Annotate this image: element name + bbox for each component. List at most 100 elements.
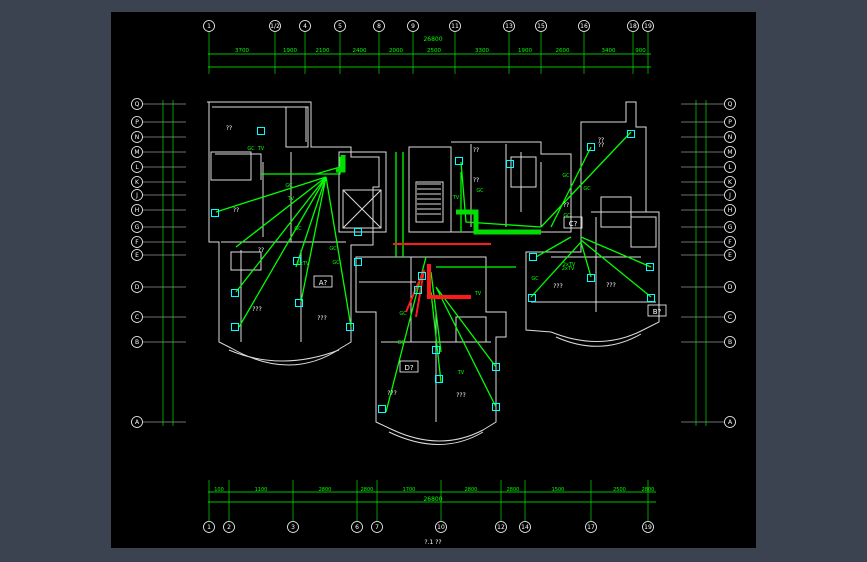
right-axis-10: E — [728, 252, 732, 259]
cable-label-9: GC — [476, 188, 484, 194]
bottom-dimension-1: 1100 — [255, 487, 268, 493]
bottom-axis-6-circle — [495, 521, 507, 533]
left-axis-10: E — [135, 252, 139, 259]
dimension-lines — [208, 53, 656, 503]
cable-label-14: GC — [583, 186, 591, 192]
top-axis-3: 5 — [338, 23, 342, 30]
left-axis-14: A — [135, 419, 140, 426]
unit-tag-0: A? — [319, 279, 328, 287]
left-axis-10-circle — [131, 249, 143, 261]
cable-label-10: GC — [531, 276, 539, 282]
outlet-box-icon — [211, 209, 219, 217]
bottom-axis-4-circle — [371, 521, 383, 533]
right-axis-9-circle — [724, 236, 736, 248]
top-axis-8: 15 — [537, 23, 545, 30]
right-axis-2: N — [728, 134, 733, 141]
outlet-box-icon — [587, 143, 595, 151]
cable-label-15: TV — [474, 291, 482, 297]
left-axis-6: J — [135, 192, 138, 199]
bottom-axis-2: 3 — [291, 524, 295, 531]
bottom-dimension-7: 1500 — [552, 487, 565, 493]
top-dimension-3: 2400 — [353, 48, 367, 54]
bottom-axis-0-circle — [203, 521, 215, 533]
right-axis-0: Q — [728, 101, 733, 108]
outlet-box-icon — [529, 253, 537, 261]
right-axis-13-circle — [724, 336, 736, 348]
right-axis-11: D — [728, 284, 733, 291]
top-axis-11-circle — [642, 20, 654, 32]
bottom-total-dimension: 26800 — [423, 496, 442, 503]
bottom-axis-1: 2 — [227, 524, 231, 531]
top-axis-2-circle — [299, 20, 311, 32]
room-mark-2: ?? — [473, 177, 479, 184]
bottom-axis-6: 12 — [497, 524, 505, 531]
top-axis-4: 8 — [377, 23, 381, 30]
top-dimension-10: 900 — [635, 48, 646, 54]
bottom-axis-9: 19 — [644, 524, 652, 531]
bottom-axis-8: 17 — [587, 524, 595, 531]
outlet-box-icon — [587, 274, 595, 282]
cable-label-5: GC — [332, 260, 340, 266]
bottom-axis-5-circle — [435, 521, 447, 533]
outlet-box-icon — [346, 323, 354, 331]
left-axis-14-circle — [131, 416, 143, 428]
right-axis-5: K — [728, 179, 733, 186]
right-axis-6-circle — [724, 189, 736, 201]
bottom-axis-8-circle — [585, 521, 597, 533]
left-axis-1: P — [135, 119, 139, 126]
cable-label-2: GC — [285, 183, 293, 189]
right-axis-9: F — [728, 239, 732, 246]
left-axis-13-circle — [131, 336, 143, 348]
top-axis-5-circle — [407, 20, 419, 32]
cable-label-13: 2xTV — [563, 262, 576, 268]
top-total-dimension: 26800 — [423, 36, 442, 43]
top-axis-4-circle — [373, 20, 385, 32]
left-axis-3-circle — [131, 146, 143, 158]
room-marks: ?????????????????????????????????? — [226, 125, 616, 399]
unit-tag-box-3 — [399, 360, 419, 373]
left-axis-12-circle — [131, 311, 143, 323]
bottom-dimension-4: 1700 — [403, 487, 416, 493]
right-axis-6: J — [728, 192, 731, 199]
top-axis-5: 9 — [411, 23, 415, 30]
top-axis-6: 11 — [451, 23, 459, 30]
top-axis-9-circle — [578, 20, 590, 32]
bottom-dimension-5: 2800 — [465, 487, 478, 493]
left-axis-5-circle — [131, 176, 143, 188]
outlet-box-icon — [455, 157, 463, 165]
right-axis-11-circle — [724, 281, 736, 293]
top-axis-3-circle — [334, 20, 346, 32]
top-dimension-4: 2000 — [389, 48, 403, 54]
top-axis-10: 18 — [629, 23, 637, 30]
left-axis-7: H — [135, 207, 140, 214]
unit-tag-2: C? — [569, 220, 578, 228]
top-axis-10-circle — [627, 20, 639, 32]
right-axis-1: P — [728, 119, 732, 126]
right-axis-7-circle — [724, 204, 736, 216]
outlet-box-icon — [293, 257, 301, 265]
outlet-box-icon — [354, 228, 362, 236]
cable-label-7: GC — [329, 246, 337, 252]
left-axis-9: F — [135, 239, 139, 246]
right-axis-13: B — [728, 339, 732, 346]
outlet-box-icon — [492, 363, 500, 371]
right-axis-0-circle — [724, 98, 736, 110]
room-mark-9: ??? — [606, 282, 616, 289]
right-axis-8: G — [728, 224, 733, 231]
outlet-box-icon — [414, 286, 422, 294]
right-axis-3: M — [727, 149, 732, 156]
outlet-box-icon — [295, 299, 303, 307]
outlet-box-icon — [492, 403, 500, 411]
outlet-box-icon — [528, 294, 536, 302]
outlet-box-icon — [231, 323, 239, 331]
riser-trunk — [393, 243, 491, 318]
right-axis-1-circle — [724, 116, 736, 128]
room-mark-8: ??? — [553, 283, 563, 290]
room-mark-5: ??? — [317, 315, 327, 322]
right-axis-12-circle — [724, 311, 736, 323]
left-axis-12: C — [135, 314, 139, 321]
room-mark-13: ?? — [598, 142, 604, 149]
cable-label-8: TV — [452, 195, 460, 201]
room-mark-1: ?? — [598, 137, 604, 144]
